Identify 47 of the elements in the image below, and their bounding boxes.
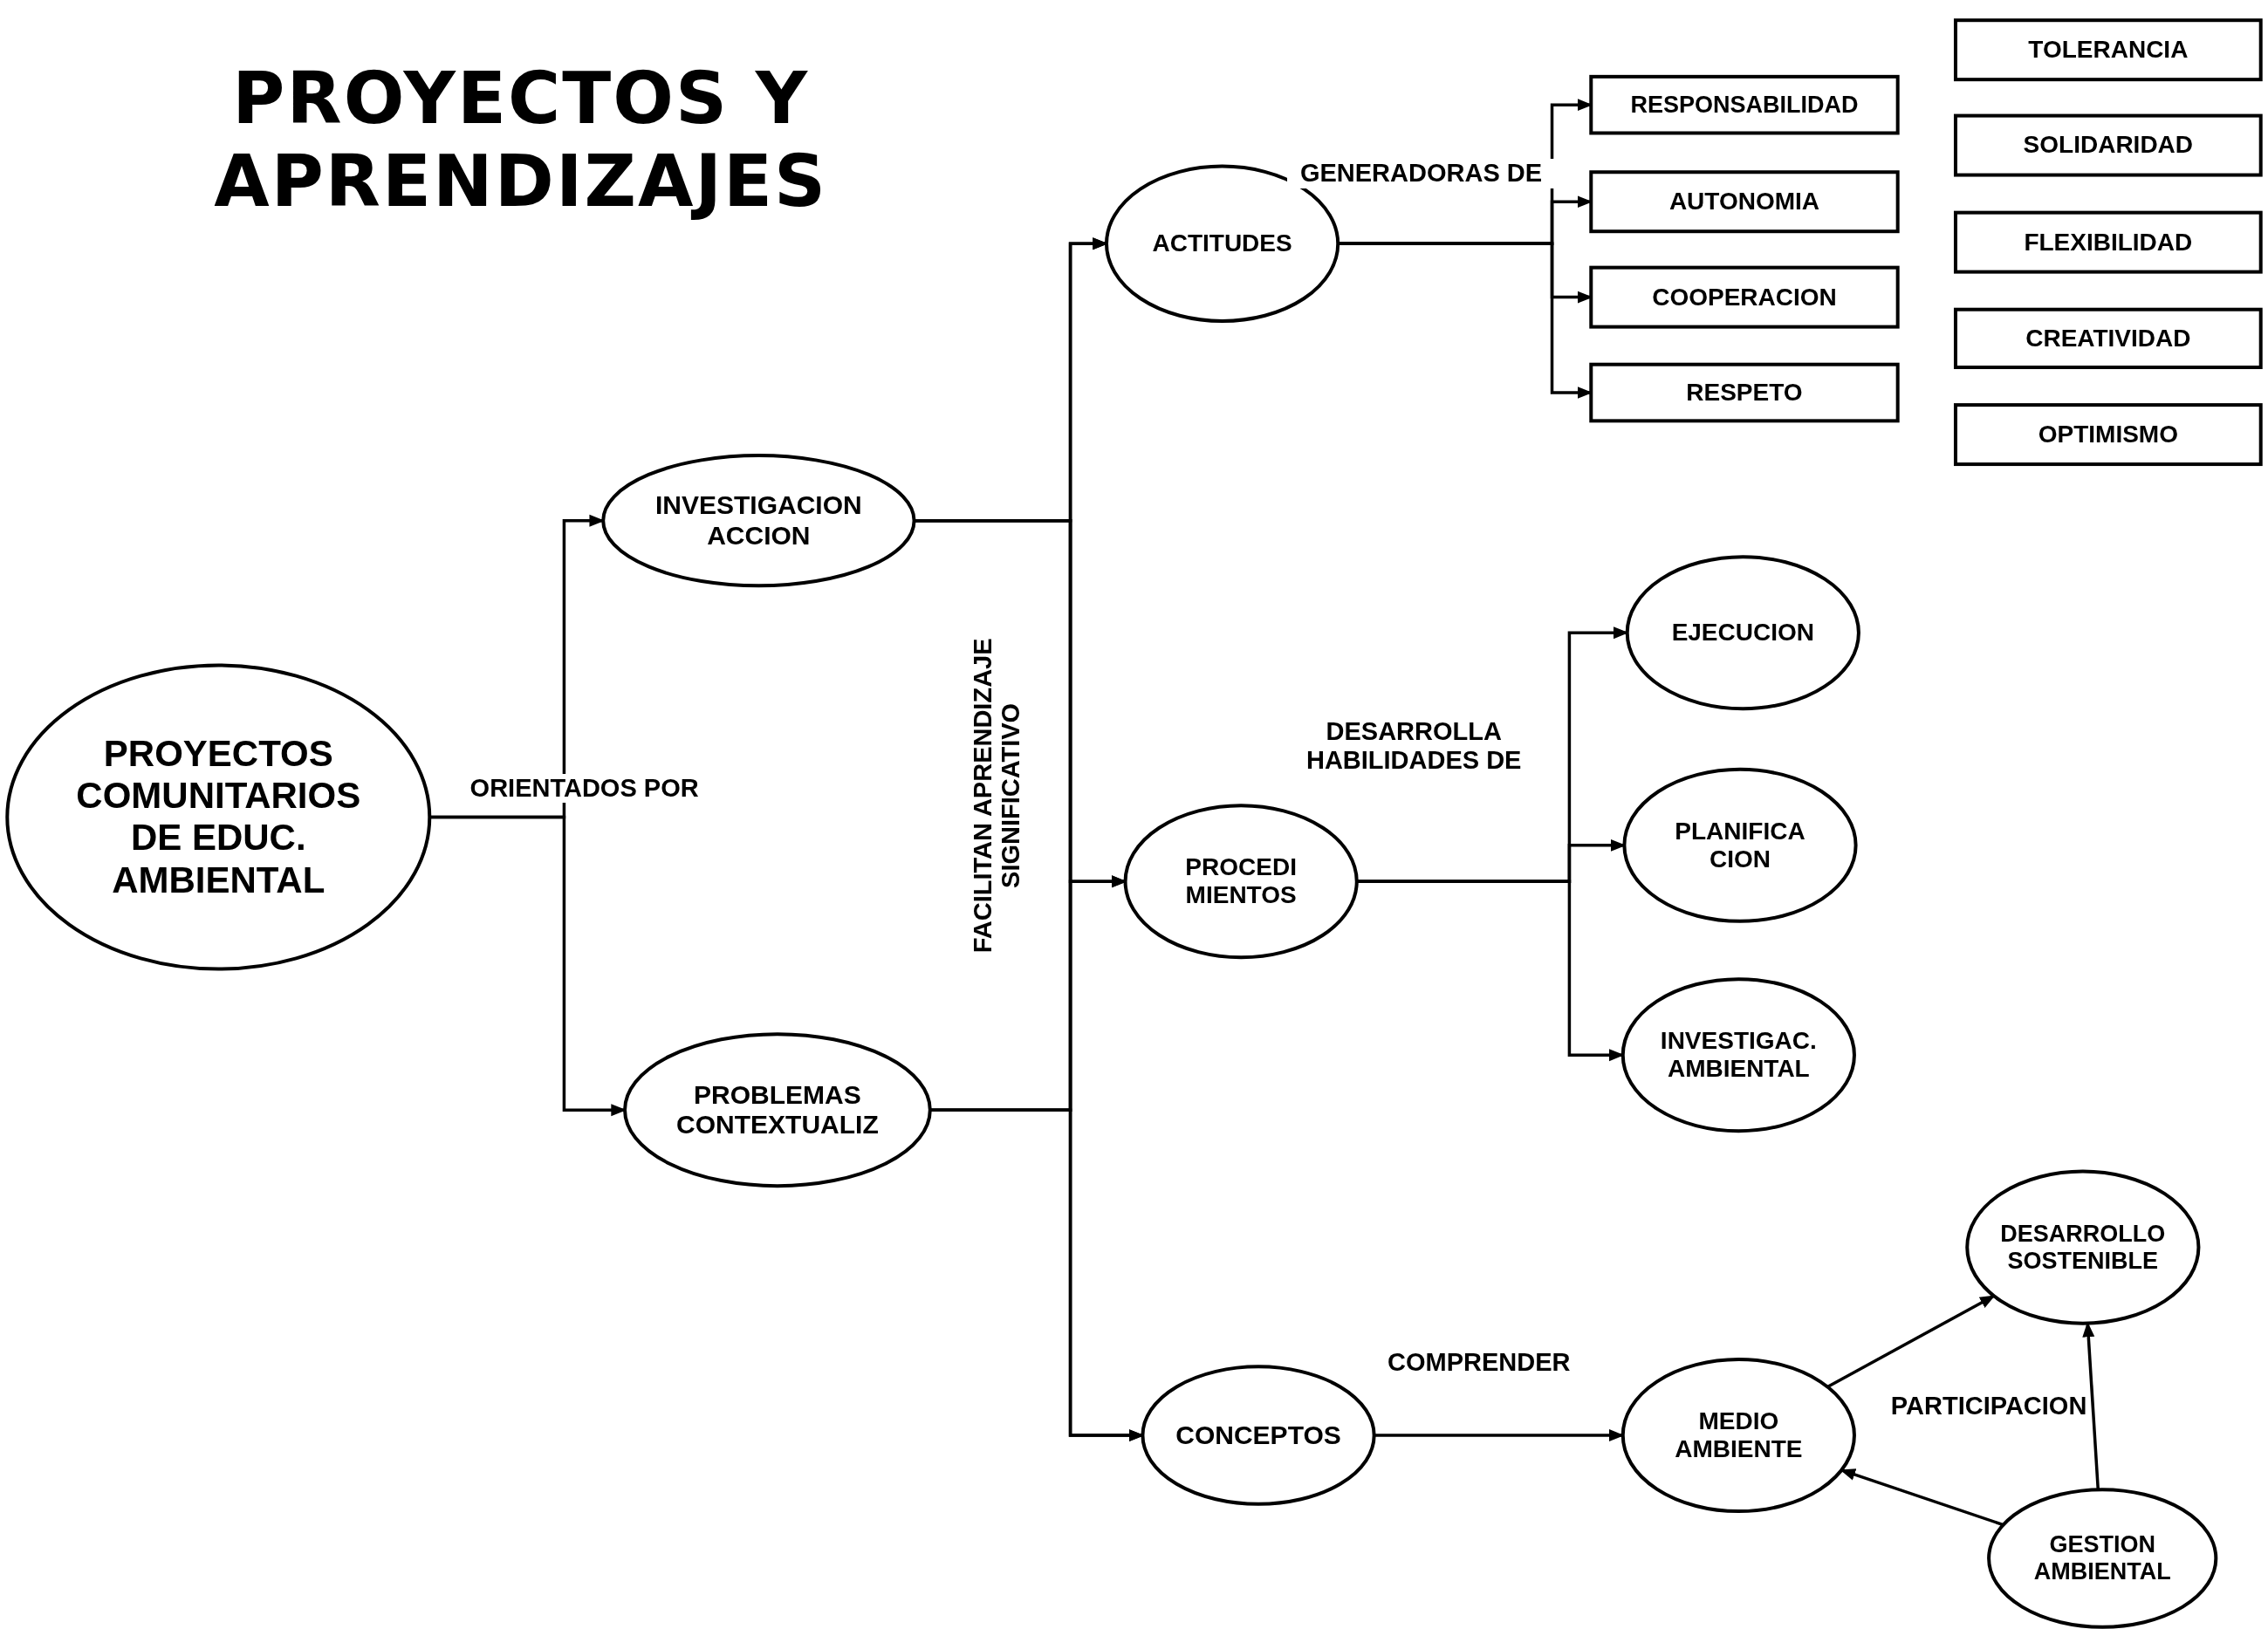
connector-arrow [1840, 1468, 2004, 1527]
concept-ellipse [1625, 555, 1860, 711]
node-text: PROCEDI MIENTOS [1184, 853, 1298, 910]
node-text: INVESTIGACION ACCION [654, 490, 863, 551]
concept-ellipse [1141, 1365, 1376, 1506]
value-box [1589, 170, 1900, 234]
node-text: OPTIMISMO [2038, 420, 2178, 449]
concept-ellipse [1123, 804, 1359, 960]
concept-ellipse [1987, 1488, 2218, 1629]
concept-ellipse [5, 663, 432, 971]
node-text: RESPONSABILIDAD [1630, 91, 1859, 119]
node-text: CONCEPTOS [1175, 1420, 1341, 1451]
diagram-title: PROYECTOS Y APRENDIZAJES [213, 58, 829, 222]
node-text: AUTONOMIA [1668, 188, 1820, 216]
connector-arrow [1826, 1294, 1996, 1388]
node-text: INVESTIGAC. AMBIENTAL [1659, 1026, 1818, 1084]
node-text: FLEXIBILIDAD [2024, 228, 2193, 257]
value-box [1589, 265, 1900, 329]
value-box [1953, 18, 2263, 82]
node-text: DESARROLLO SOSTENIBLE [1999, 1220, 2167, 1275]
concept-ellipse [623, 1032, 932, 1188]
node-text: GESTION AMBIENTAL [2032, 1530, 2172, 1585]
value-box [1953, 113, 2263, 177]
node-text: RESPETO [1686, 378, 1803, 407]
value-box [1589, 74, 1900, 135]
node-text: EJECUCION [1671, 619, 1814, 647]
relation-label: PARTICIPACION [1889, 1391, 2088, 1420]
concept-ellipse [1620, 977, 1856, 1133]
node-text: MEDIO AMBIENTE [1674, 1407, 1804, 1464]
value-box [1953, 403, 2263, 467]
node-text: PROYECTOS COMUNITARIOS DE EDUC. AMBIENTAL [75, 732, 362, 902]
edge-label: GENERADORAS DE [1287, 159, 1555, 188]
concept-ellipse [601, 454, 916, 588]
value-box [1953, 210, 2263, 274]
concept-ellipse [1622, 767, 1858, 923]
node-text: TOLERANCIA [2028, 36, 2189, 65]
concept-ellipse [1965, 1169, 2201, 1325]
connector-arrow [429, 815, 627, 1117]
value-box [1589, 362, 1900, 423]
node-text: CREATIVIDAD [2025, 324, 2191, 352]
node-text: COOPERACION [1652, 283, 1837, 311]
value-box [1953, 307, 2263, 369]
node-text: SOLIDARIDAD [2023, 131, 2194, 160]
node-text: ACTITUDES [1152, 229, 1292, 258]
node-text: PLANIFICA CION [1674, 817, 1806, 873]
concept-ellipse [1620, 1358, 1856, 1514]
node-text: PROBLEMAS CONTEXTUALIZ [675, 1079, 880, 1140]
